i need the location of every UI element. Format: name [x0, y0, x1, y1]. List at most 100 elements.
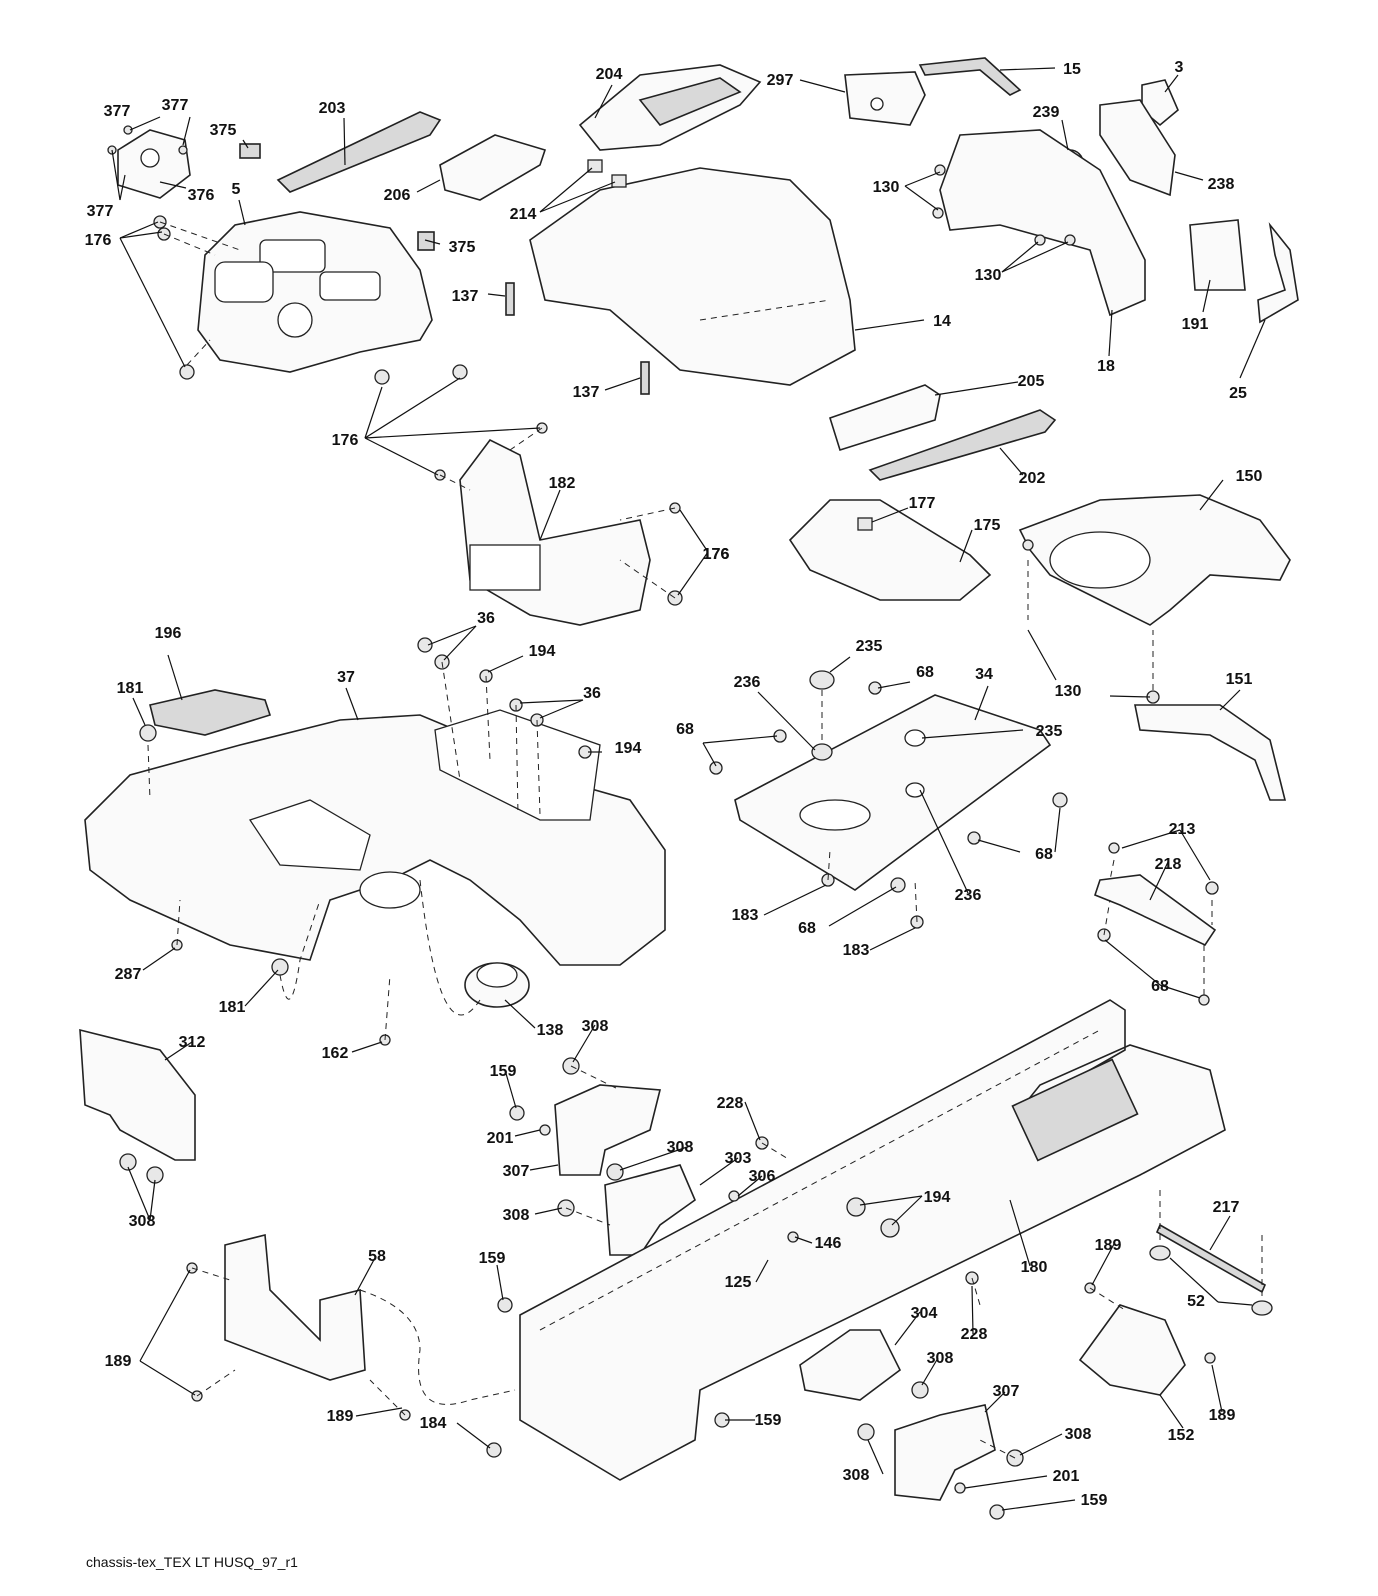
callout-label: 235	[856, 638, 883, 655]
callout-label: 308	[843, 1467, 870, 1484]
pad-375b-part	[417, 231, 435, 251]
duct-206-part	[439, 134, 547, 201]
duct-205-part	[829, 384, 941, 452]
callout-label: 235	[1036, 723, 1063, 740]
callout-label: 3	[1175, 59, 1184, 76]
bracket-218-part	[1094, 874, 1217, 947]
callout-label: 191	[1182, 316, 1209, 333]
callout-label: 202	[1019, 470, 1046, 487]
spacer-236-part	[811, 743, 833, 761]
callout-label: 34	[975, 666, 993, 683]
callout-label: 194	[615, 740, 642, 757]
callout-label: 36	[477, 610, 495, 627]
callout-label: 14	[933, 313, 951, 330]
callout-label: 303	[725, 1150, 752, 1167]
callout-label: 159	[755, 1412, 782, 1429]
callout-label: 58	[368, 1248, 386, 1265]
callout-labels: 377 377 377 376 375 375 203 5 176 176 17…	[85, 59, 1263, 1509]
nut-177-part	[857, 517, 873, 531]
callout-label: 308	[503, 1207, 530, 1224]
callout-label: 189	[1095, 1237, 1122, 1254]
rod-217-part	[1155, 1223, 1267, 1294]
bushing-52-part	[1149, 1245, 1171, 1261]
callout-label: 68	[798, 920, 816, 937]
bushing-52b-part	[1251, 1300, 1273, 1316]
callout-label: 236	[955, 887, 982, 904]
callout-label: 176	[703, 546, 730, 563]
bracket-175-part	[788, 499, 992, 601]
callout-label: 228	[961, 1326, 988, 1343]
callout-label: 213	[1169, 821, 1196, 838]
side-panel-18-part	[939, 129, 1146, 317]
callout-label: 181	[219, 999, 246, 1016]
callout-label: 377	[87, 203, 114, 220]
callout-label: 308	[1065, 1426, 1092, 1443]
callout-label: 214	[510, 206, 537, 223]
grille-strip-203-part	[276, 111, 442, 193]
leader-lines	[111, 67, 1266, 1511]
fasteners	[107, 125, 1219, 1520]
trim-196-part	[149, 689, 272, 736]
callout-label: 194	[924, 1189, 951, 1206]
callout-label: 307	[993, 1383, 1020, 1400]
callout-label: 377	[104, 103, 131, 120]
callout-label: 184	[420, 1415, 447, 1432]
hood-14-part	[529, 167, 856, 386]
grille-202-part	[868, 409, 1057, 481]
callout-label: 52	[1187, 1293, 1205, 1310]
callout-label: 138	[537, 1022, 564, 1039]
callout-label: 176	[332, 432, 359, 449]
callout-label: 189	[327, 1408, 354, 1425]
callout-label: 176	[703, 546, 730, 563]
callout-label: 137	[452, 288, 479, 305]
spacer-235-part	[809, 670, 835, 690]
callout-label: 177	[909, 495, 936, 512]
callout-label: 194	[529, 643, 556, 660]
callout-label: 5	[232, 181, 241, 198]
callout-label: 206	[384, 187, 411, 204]
callout-label: 182	[549, 475, 576, 492]
callout-label: 151	[1226, 671, 1253, 688]
callout-label: 307	[503, 1163, 530, 1180]
callout-label: 308	[927, 1350, 954, 1367]
shroud-150-part	[1018, 494, 1291, 626]
callout-label: 159	[1081, 1492, 1108, 1509]
callout-label: 203	[319, 100, 346, 117]
callout-label: 130	[873, 179, 900, 196]
callout-label: 159	[479, 1250, 506, 1267]
callout-label: 306	[749, 1168, 776, 1185]
assembly-lines	[147, 221, 1263, 1459]
callout-label: 308	[667, 1139, 694, 1156]
callout-label: 137	[573, 384, 600, 401]
callout-label: 308	[129, 1213, 156, 1230]
callout-label: 218	[1155, 856, 1182, 873]
callout-label: 130	[1055, 683, 1082, 700]
callout-label: 25	[1229, 385, 1247, 402]
callout-label: 312	[179, 1034, 206, 1051]
bracket-58-part	[224, 1233, 366, 1381]
fender-37-part	[84, 709, 666, 966]
callout-label: 308	[582, 1018, 609, 1035]
callout-label: 205	[1018, 373, 1045, 390]
guard-307-part	[554, 1084, 662, 1176]
callout-label: 217	[1213, 1199, 1240, 1216]
callout-label: 68	[1035, 846, 1053, 863]
callout-label: 304	[911, 1305, 938, 1322]
plate-34-part	[734, 694, 1052, 891]
callout-label: 130	[975, 267, 1002, 284]
callout-label: 183	[732, 907, 759, 924]
pad-375-part	[239, 143, 261, 159]
callout-label: 125	[725, 1274, 752, 1291]
rod-137-part	[505, 282, 515, 316]
callout-label: 238	[1208, 176, 1235, 193]
callout-label: 201	[1053, 1468, 1080, 1485]
callout-label: 287	[115, 966, 142, 983]
callout-label: 18	[1097, 358, 1115, 375]
callout-label: 68	[1151, 978, 1169, 995]
grille-slots-part	[638, 77, 742, 126]
callout-label: 68	[916, 664, 934, 681]
callout-label: 189	[1209, 1407, 1236, 1424]
callout-label: 376	[188, 187, 215, 204]
callout-label: 183	[843, 942, 870, 959]
